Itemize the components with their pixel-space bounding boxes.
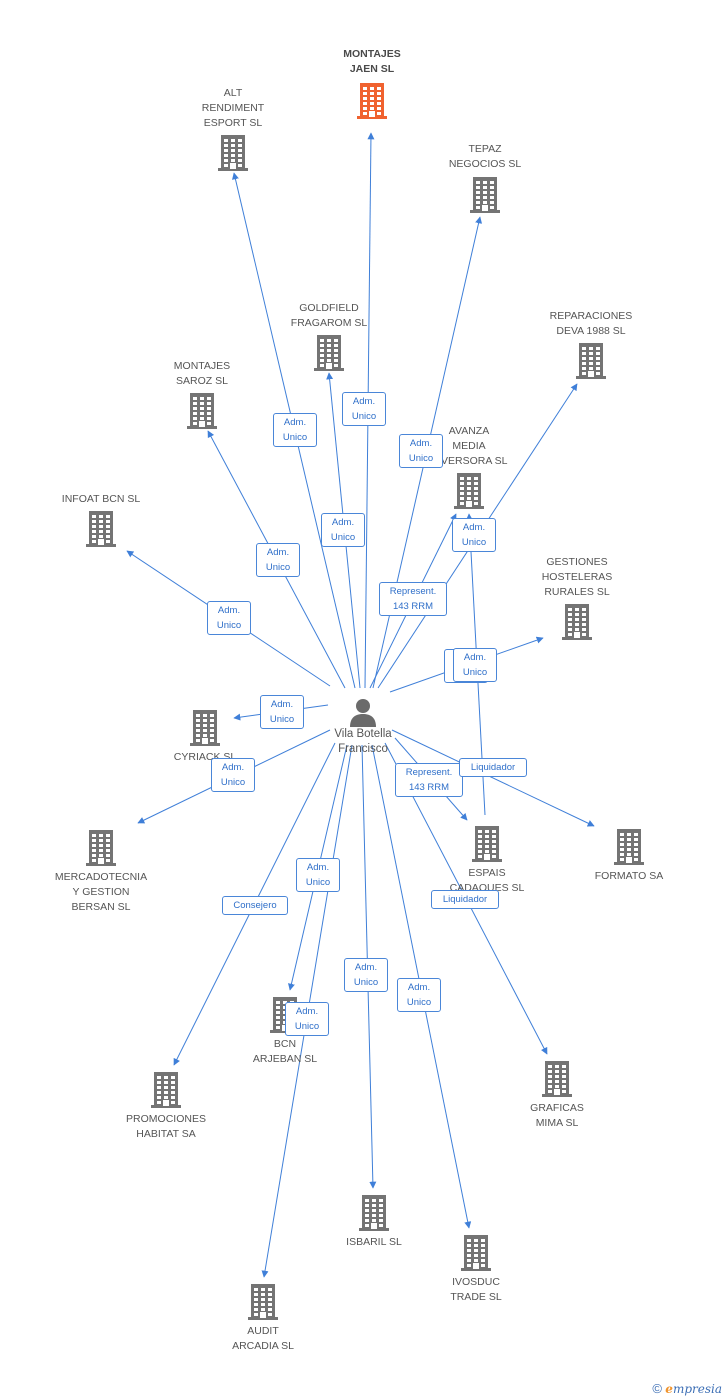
edge-label-ivosduc[interactable]: Adm. Unico [397, 978, 441, 1012]
building-icon-highlighted [357, 83, 387, 119]
edge-label-promociones[interactable]: Consejero [222, 896, 288, 915]
brand-logo: empresia [665, 1382, 722, 1396]
company-node-goldfield[interactable]: GOLDFIELD FRAGAROM SL [264, 301, 394, 371]
building-icon [248, 1284, 278, 1320]
edge-label-montajes-jaen[interactable]: Adm. Unico [342, 392, 386, 426]
building-icon [314, 335, 344, 371]
building-icon [86, 511, 116, 547]
company-node-montajes-saroz[interactable]: MONTAJES SAROZ SL [137, 359, 267, 429]
company-node-audit[interactable]: AUDIT ARCADIA SL [198, 1284, 328, 1354]
edge-formato [391, 729, 595, 827]
company-node-cyriack[interactable]: CYRIACK SL [140, 710, 270, 765]
company-node-montajes-jaen[interactable]: MONTAJES JAEN SL [307, 47, 437, 119]
company-node-alt-rendiment[interactable]: ALT RENDIMENT ESPORT SL [168, 86, 298, 171]
building-icon [359, 1195, 389, 1231]
building-icon [470, 177, 500, 213]
company-label: INFOAT BCN SL [61, 493, 141, 505]
company-node-formato[interactable]: FORMATO SA [564, 829, 694, 884]
company-label: REPARACIONES DEVA 1988 SL [549, 310, 633, 337]
company-label: BCN ARJEBAN SL [252, 1038, 318, 1065]
edge-label-isbaril[interactable]: Adm. Unico [344, 958, 388, 992]
company-label: AVANZA MEDIA INVERSORA SL [430, 425, 508, 467]
edge-label-goldfield[interactable]: Adm. Unico [321, 513, 365, 547]
edge-label-reparaciones[interactable]: Adm. Unico [452, 518, 496, 552]
building-icon [576, 343, 606, 379]
edge-label-formato[interactable]: Liquidador [459, 758, 527, 777]
building-icon [190, 710, 220, 746]
company-label: IVOSDUC TRADE SL [450, 1276, 502, 1303]
company-label: MONTAJES JAEN SL [343, 48, 401, 75]
company-label: FORMATO SA [594, 870, 664, 882]
copyright-symbol: © [652, 1381, 662, 1396]
company-label: AUDIT ARCADIA SL [232, 1325, 294, 1352]
person-name: Vila Botella Francisco [334, 728, 392, 755]
building-icon [562, 604, 592, 640]
edge-label-alt-rendiment[interactable]: Adm. Unico [273, 413, 317, 447]
footer-brand: © empresia [652, 1381, 722, 1396]
building-icon [454, 473, 484, 509]
company-node-espais[interactable]: ESPAIS CADAQUES SL [422, 826, 552, 896]
company-label: GRAFICAS MIMA SL [530, 1102, 584, 1129]
edge-label-avanza[interactable]: Represent. 143 RRM [379, 582, 447, 616]
person-icon [350, 699, 376, 727]
company-node-avanza[interactable]: AVANZA MEDIA INVERSORA SL [404, 424, 534, 509]
edge-label-cyriack[interactable]: Adm. Unico [260, 695, 304, 729]
company-label: PROMOCIONES HABITAT SA [126, 1113, 206, 1140]
building-icon [86, 830, 116, 866]
company-label: ALT RENDIMENT ESPORT SL [201, 87, 265, 129]
company-label: GESTIONES HOSTELERAS RURALES SL [541, 556, 613, 598]
edge-label-montajes-saroz[interactable]: Adm. Unico [256, 543, 300, 577]
company-label: MERCADOTECNIA Y GESTION BERSAN SL [54, 871, 148, 913]
company-label: TEPAZ NEGOCIOS SL [448, 143, 522, 170]
company-node-isbaril[interactable]: ISBARIL SL [309, 1195, 439, 1250]
building-icon [614, 829, 644, 865]
company-node-ivosduc[interactable]: IVOSDUC TRADE SL [411, 1235, 541, 1305]
edge-label-infoat[interactable]: Adm. Unico [207, 601, 251, 635]
edge-label-espais[interactable]: Represent. 143 RRM [395, 763, 463, 797]
edge-label-avanza[interactable]: Adm. Unico [453, 648, 497, 682]
edge-label-mercadotecnia[interactable]: Adm. Unico [211, 758, 255, 792]
person-node[interactable]: Vila Botella Francisco [308, 697, 418, 757]
company-node-reparaciones[interactable]: REPARACIONES DEVA 1988 SL [526, 309, 656, 379]
company-node-promociones[interactable]: PROMOCIONES HABITAT SA [101, 1072, 231, 1142]
building-icon [151, 1072, 181, 1108]
edge-label-audit[interactable]: Adm. Unico [285, 1002, 329, 1036]
company-node-tepaz[interactable]: TEPAZ NEGOCIOS SL [420, 142, 550, 213]
edge-label-tepaz[interactable]: Adm. Unico [399, 434, 443, 468]
building-icon [187, 393, 217, 429]
company-label: GOLDFIELD FRAGAROM SL [290, 302, 368, 329]
company-node-mercadotecnia[interactable]: MERCADOTECNIA Y GESTION BERSAN SL [36, 830, 166, 915]
edge-label-bcn-arjeban[interactable]: Adm. Unico [296, 858, 340, 892]
building-icon [472, 826, 502, 862]
company-node-gestiones[interactable]: GESTIONES HOSTELERAS RURALES SL [512, 555, 642, 640]
company-node-infoat[interactable]: INFOAT BCN SL [36, 492, 166, 547]
company-node-graficas[interactable]: GRAFICAS MIMA SL [492, 1061, 622, 1131]
company-label: ISBARIL SL [346, 1236, 402, 1248]
company-label: MONTAJES SAROZ SL [173, 360, 231, 387]
edge-label-graficas[interactable]: Liquidador [431, 890, 499, 909]
building-icon [542, 1061, 572, 1097]
building-icon [461, 1235, 491, 1271]
building-icon [218, 135, 248, 171]
